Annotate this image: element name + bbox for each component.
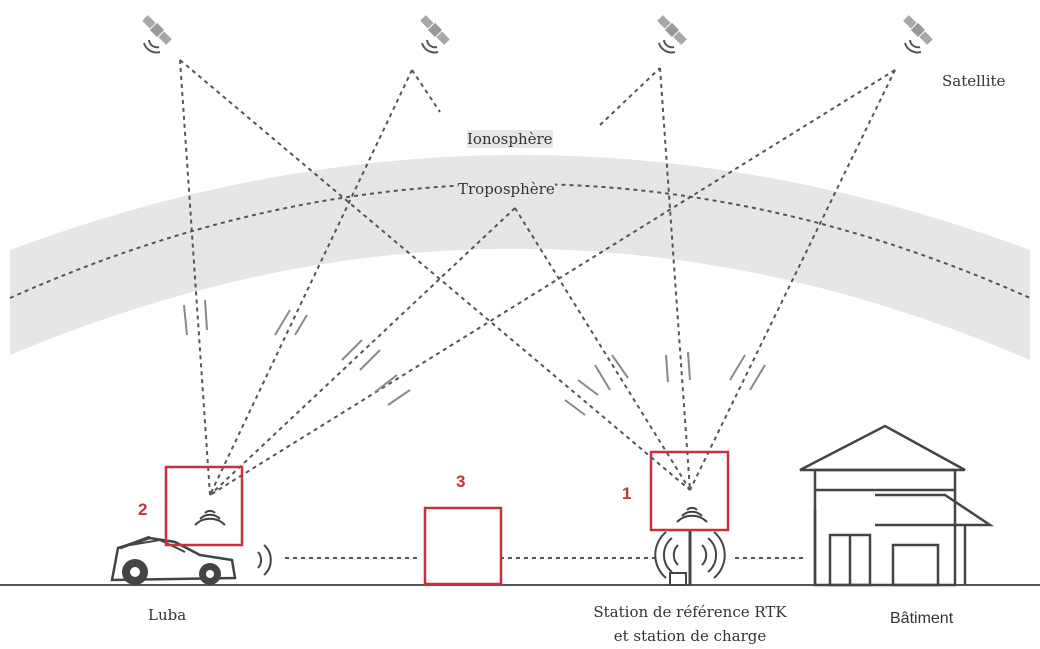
- wifi-signal-icon: [194, 509, 226, 526]
- wifi-signal-icon: [676, 506, 708, 523]
- house-icon: [799, 424, 995, 587]
- rtk-antenna-icon: [654, 530, 726, 586]
- troposphere-label: Troposphère: [458, 180, 555, 198]
- marker-2: 2: [138, 500, 148, 519]
- signal-direction-arrows: [183, 299, 766, 416]
- robot-mower-icon: [110, 535, 237, 585]
- luba-highlight-box: [164, 465, 244, 547]
- station-highlight-box: [649, 450, 730, 532]
- satellite-icon: [419, 14, 451, 54]
- station-label-line2: et station de charge: [613, 627, 767, 645]
- satellite-label: Satellite: [942, 72, 1006, 90]
- signal-paths: [179, 59, 896, 559]
- luba-label: Luba: [148, 606, 187, 624]
- satellite-icon: [902, 14, 934, 54]
- marker-1: 1: [622, 484, 632, 503]
- building-label: Bâtiment: [890, 610, 954, 627]
- satellite-icon: [141, 14, 173, 54]
- obstacle-box: [423, 506, 503, 586]
- atmosphere-band: [10, 155, 1030, 360]
- ionosphere-label: Ionosphère: [467, 130, 553, 148]
- wifi-signal-icon: [257, 544, 272, 576]
- satellite-icon: [656, 14, 688, 54]
- station-label-line1: Station de référence RTK: [593, 603, 787, 621]
- marker-3: 3: [456, 472, 466, 491]
